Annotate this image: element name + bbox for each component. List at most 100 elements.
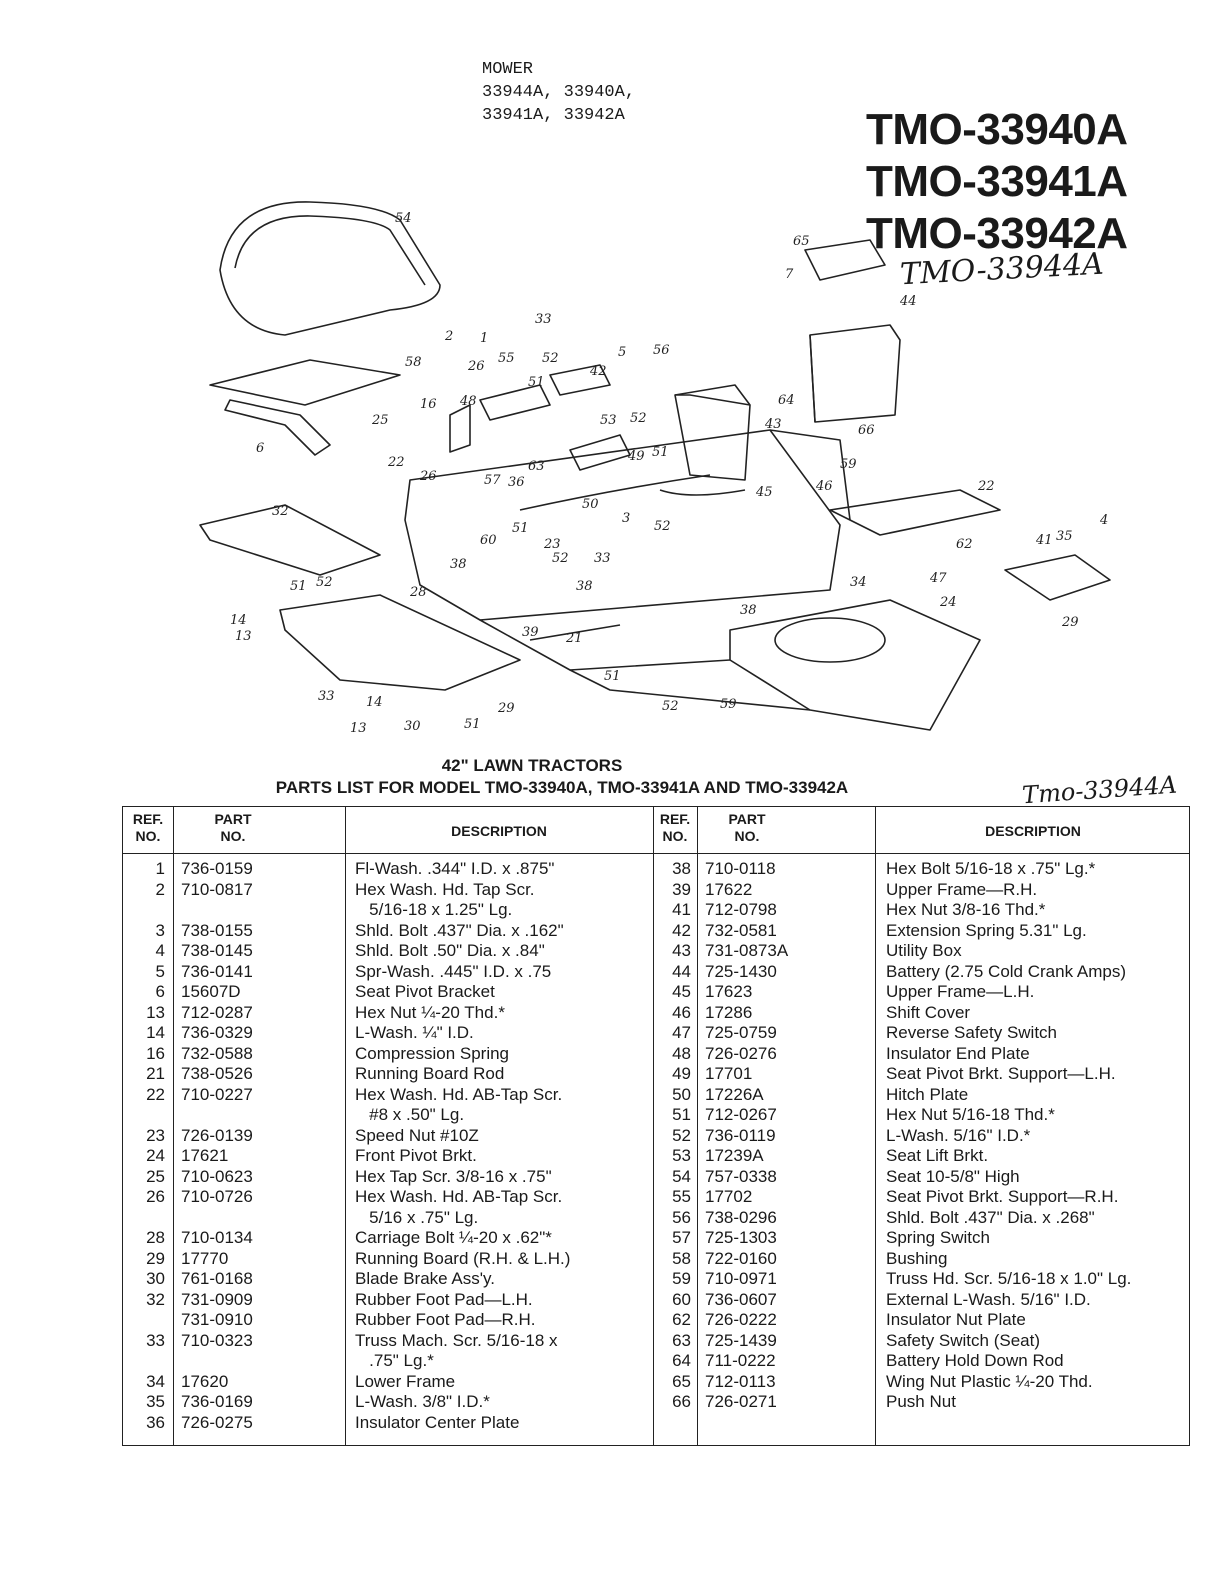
part-description: Hex Nut 5/16-18 Thd.* xyxy=(886,1105,1055,1124)
part-number: 17623 xyxy=(705,982,753,1001)
callout-label: 32 xyxy=(272,504,289,519)
ref-number: 58 xyxy=(672,1248,691,1268)
callout-label: 43 xyxy=(764,417,782,432)
ref-number: 29 xyxy=(146,1248,165,1268)
callout-label: 51 xyxy=(464,717,481,732)
callout-label: 33 xyxy=(318,689,335,704)
callout-label: 65 xyxy=(793,234,810,249)
callout-label: 21 xyxy=(565,631,583,646)
header-part-no: PART NO. xyxy=(728,811,766,844)
ref-number: 63 xyxy=(672,1330,691,1350)
mower-header-line: 33941A, 33942A xyxy=(482,106,625,125)
part-description: L-Wash. 3/8" I.D.* xyxy=(355,1392,490,1411)
part-description: Seat 10-5/8" High xyxy=(886,1166,1020,1186)
part-number: 711-0222 xyxy=(705,1351,776,1370)
part-number: 17620 xyxy=(181,1371,229,1391)
ref-number: 13 xyxy=(146,1002,165,1022)
callout-label: 51 xyxy=(652,445,669,460)
mower-model-header: MOWER 33944A, 33940A, 33941A, 33942A xyxy=(482,58,635,127)
ref-number: 65 xyxy=(672,1371,691,1391)
callout-label: 58 xyxy=(405,355,422,370)
part-description: Utility Box xyxy=(886,941,962,960)
callout-label: 25 xyxy=(371,413,389,428)
callout-label: 24 xyxy=(939,595,957,610)
part-number: 726-0139 xyxy=(181,1125,253,1145)
callout-label: 16 xyxy=(420,397,437,412)
callout-label: 45 xyxy=(755,485,773,500)
ref-number: 39 xyxy=(672,879,691,899)
callout-label: 60 xyxy=(480,533,497,548)
part-description: Insulator End Plate xyxy=(886,1043,1030,1063)
callout-label: 36 xyxy=(508,475,525,490)
part-description: #8 x .50" Lg. xyxy=(355,1105,465,1124)
ref-number: 36 xyxy=(146,1412,165,1432)
callout-label: 49 xyxy=(627,449,645,464)
ref-number: 22 xyxy=(146,1084,165,1104)
part-number: 712-0798 xyxy=(705,900,777,919)
part-description: Bushing xyxy=(886,1248,948,1268)
header-ref-no: REF. NO. xyxy=(659,811,691,844)
part-description: L-Wash. 5/16" I.D.* xyxy=(886,1125,1031,1145)
ref-number: 56 xyxy=(672,1207,691,1227)
callout-label: 56 xyxy=(653,343,670,358)
ref-number: 3 xyxy=(155,920,165,940)
part-description: L-Wash. ¼" I.D. xyxy=(355,1023,474,1042)
part-description: Shift Cover xyxy=(886,1002,971,1022)
callout-label: 52 xyxy=(316,575,333,590)
callout-label: 39 xyxy=(522,625,539,640)
ref-number: 59 xyxy=(672,1269,691,1288)
part-number: 17770 xyxy=(181,1248,229,1268)
callout-label: 30 xyxy=(404,719,421,734)
ref-number: 62 xyxy=(672,1310,691,1329)
callout-label: 51 xyxy=(528,375,545,390)
callout-label: 29 xyxy=(1061,615,1079,630)
callout-label: 6 xyxy=(256,441,264,456)
part-description: Battery Hold Down Rod xyxy=(886,1351,1064,1370)
part-number: 731-0873A xyxy=(705,941,789,960)
ref-number: 44 xyxy=(672,961,691,981)
part-number: 725-0759 xyxy=(705,1023,777,1042)
callout-label: 33 xyxy=(594,551,611,566)
callout-label: 26 xyxy=(467,359,485,374)
header-part-no: PART NO. xyxy=(214,811,252,844)
ref-number: 45 xyxy=(672,982,691,1001)
part-number: 17622 xyxy=(705,879,753,899)
part-number: 17702 xyxy=(705,1187,753,1206)
part-description: Truss Mach. Scr. 5/16-18 x xyxy=(355,1330,558,1350)
ref-number: 33 xyxy=(146,1330,165,1350)
callout-label: 14 xyxy=(230,613,247,628)
callout-label: 4 xyxy=(1099,513,1108,528)
part-description: Hex Nut 3/8-16 Thd.* xyxy=(886,900,1046,919)
part-number: 17226A xyxy=(705,1084,764,1104)
part-number: 15607D xyxy=(181,982,241,1001)
callout-label: 57 xyxy=(484,473,501,488)
ref-number: 24 xyxy=(146,1146,165,1165)
ref-number: 60 xyxy=(672,1289,691,1309)
part-number: 726-0222 xyxy=(705,1310,777,1329)
ref-number: 2 xyxy=(155,879,165,899)
part-number: 722-0160 xyxy=(705,1248,777,1268)
ref-number: 21 xyxy=(146,1064,165,1083)
callout-label: 50 xyxy=(582,497,599,512)
ref-number: 50 xyxy=(672,1084,691,1104)
callout-label: 35 xyxy=(1056,529,1073,544)
part-number: 710-0623 xyxy=(181,1166,253,1186)
ref-number: 28 xyxy=(146,1228,165,1247)
part-description: Seat Pivot Bracket xyxy=(355,982,495,1001)
callout-label: 29 xyxy=(497,701,515,716)
callout-label: 59 xyxy=(720,697,737,712)
part-description: Shld. Bolt .437" Dia. x .162" xyxy=(355,920,564,940)
part-description: Hex Wash. Hd. AB-Tap Scr. xyxy=(355,1187,563,1206)
ref-number: 6 xyxy=(155,982,165,1001)
part-number: 738-0145 xyxy=(181,941,253,960)
part-description: Hex Wash. Hd. AB-Tap Scr. xyxy=(355,1084,563,1104)
part-description: External L-Wash. 5/16" I.D. xyxy=(886,1289,1091,1309)
part-description: Seat Lift Brkt. xyxy=(886,1146,989,1165)
part-description: 5/16-18 x 1.25" Lg. xyxy=(355,900,513,919)
callout-label: 46 xyxy=(815,479,833,494)
handwritten-caption: Tmo-33944A xyxy=(1021,770,1178,810)
part-description: Compression Spring xyxy=(355,1043,510,1063)
part-description: Fl-Wash. .344" I.D. x .875" xyxy=(355,859,555,878)
part-number: 712-0113 xyxy=(705,1371,776,1391)
part-description: Running Board (R.H. & L.H.) xyxy=(355,1248,571,1268)
